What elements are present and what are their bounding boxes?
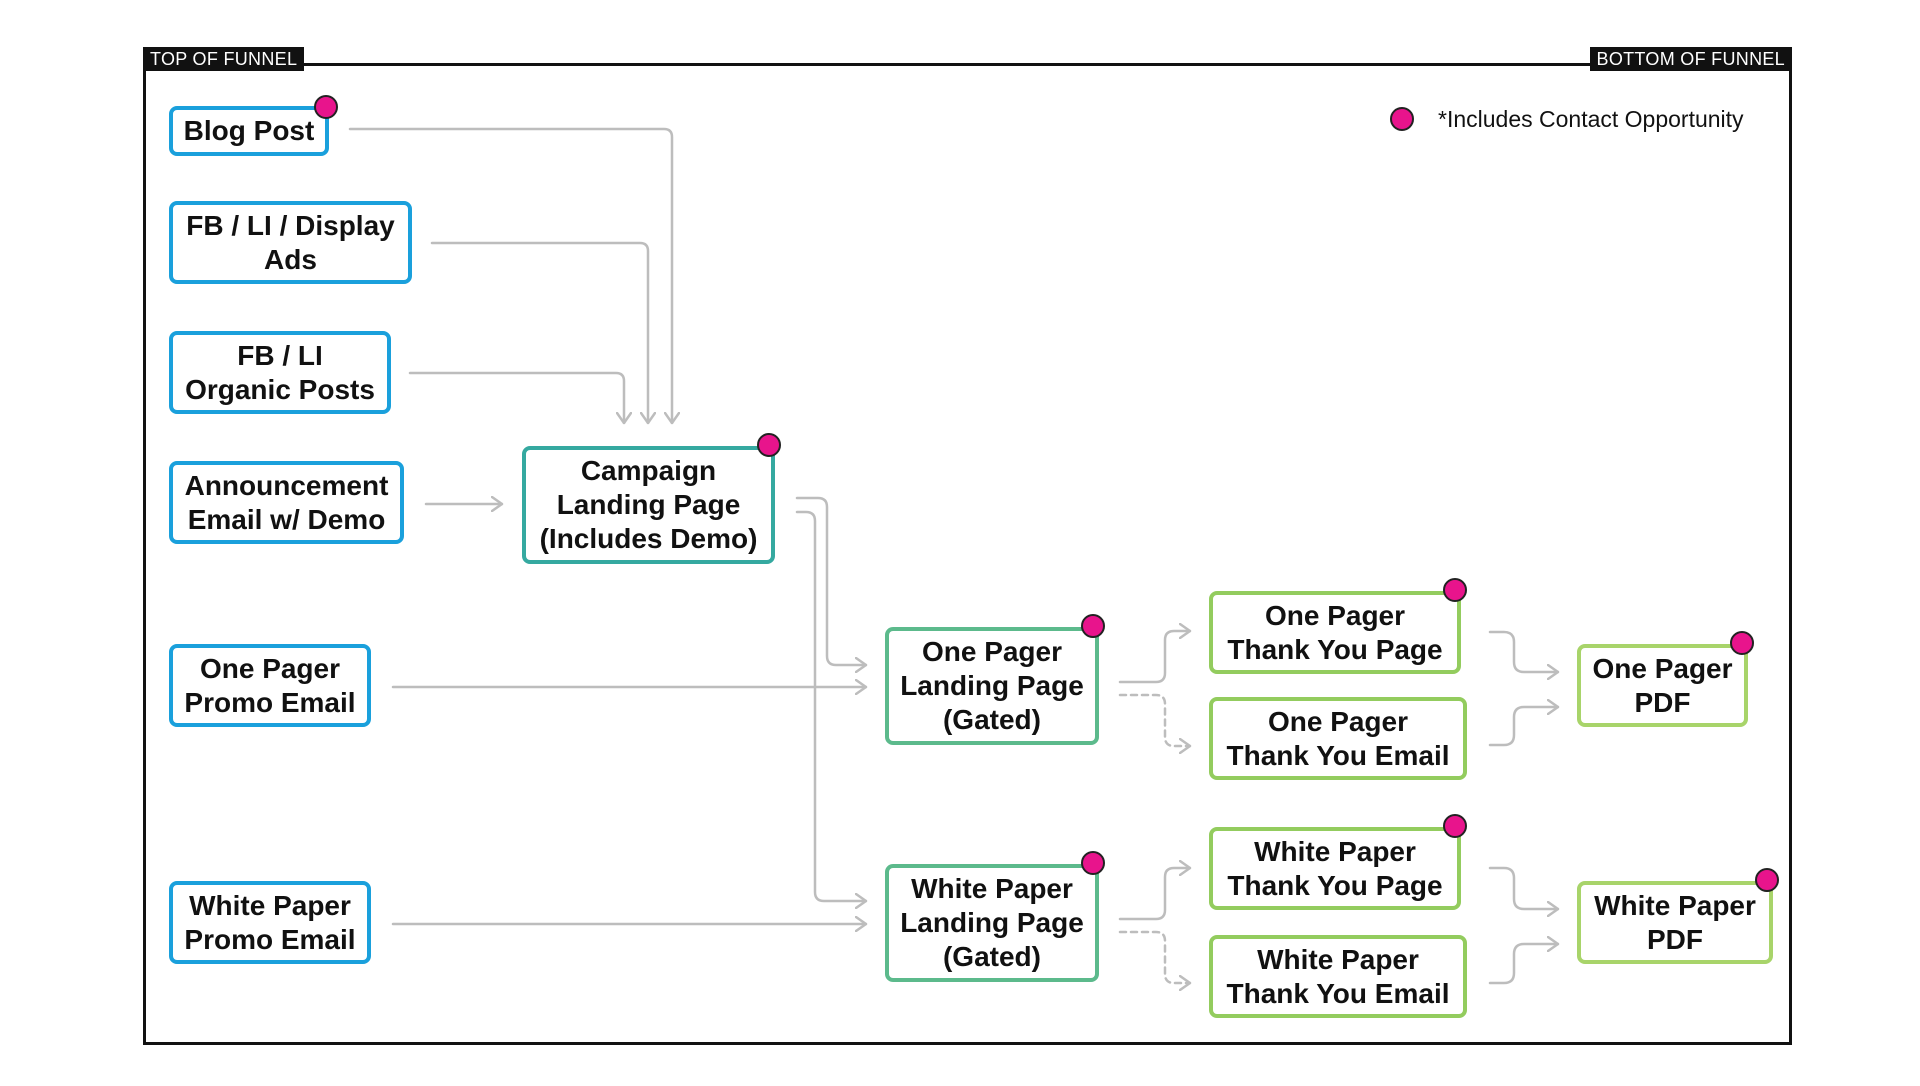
node-white-paper-landing-page: White Paper Landing Page (Gated) [885,864,1099,982]
node-one-pager-landing-page: One Pager Landing Page (Gated) [885,627,1099,745]
edge-wp-lp-to-ty-page [1118,868,1192,921]
contact-opportunity-icon [1730,631,1754,655]
node-white-paper-thank-you-page: White Paper Thank You Page [1209,827,1461,910]
contact-opportunity-icon [757,433,781,457]
node-one-pager-pdf: One Pager PDF [1577,644,1748,727]
contact-opportunity-icon [314,95,338,119]
node-white-paper-pdf: White Paper PDF [1577,881,1773,964]
edge-campaign-to-white-paper-lp [795,510,868,901]
diagram-frame [143,63,1792,1045]
node-one-pager-thank-you-page: One Pager Thank You Page [1209,591,1461,674]
node-fb-li-organic-posts: FB / LI Organic Posts [169,331,391,414]
legend-label: *Includes Contact Opportunity [1438,106,1744,132]
contact-opportunity-icon [1081,614,1105,638]
contact-opportunity-icon [1443,578,1467,602]
top-of-funnel-tag: TOP OF FUNNEL [143,47,305,71]
node-one-pager-promo-email: One Pager Promo Email [169,644,371,727]
edge-op-ty-email-to-pdf [1488,707,1560,747]
edge-wp-ty-page-to-pdf [1488,866,1560,909]
edge-ads-to-campaign [430,241,648,425]
contact-opportunity-icon [1443,814,1467,838]
edge-wp-lp-to-ty-email [1118,930,1192,983]
node-fb-li-display-ads: FB / LI / Display Ads [169,201,412,284]
contact-opportunity-icon [1755,868,1779,892]
node-announcement-email: Announcement Email w/ Demo [169,461,404,544]
contact-opportunity-icon [1081,851,1105,875]
node-white-paper-promo-email: White Paper Promo Email [169,881,371,964]
node-white-paper-thank-you-email: White Paper Thank You Email [1209,935,1467,1018]
edge-campaign-to-one-pager-lp [795,496,868,665]
bottom-of-funnel-tag: BOTTOM OF FUNNEL [1589,47,1792,71]
node-campaign-landing-page: Campaign Landing Page (Includes Demo) [522,446,775,564]
edge-blog-to-campaign [348,127,672,425]
edge-op-lp-to-ty-email [1118,693,1192,746]
legend-marker-icon [1390,107,1414,131]
node-one-pager-thank-you-email: One Pager Thank You Email [1209,697,1467,780]
node-blog-post: Blog Post [169,106,329,156]
edge-op-ty-page-to-pdf [1488,630,1560,672]
edge-wp-ty-email-to-pdf [1488,944,1560,985]
edge-organic-to-campaign [408,371,624,425]
edge-op-lp-to-ty-page [1118,631,1192,684]
